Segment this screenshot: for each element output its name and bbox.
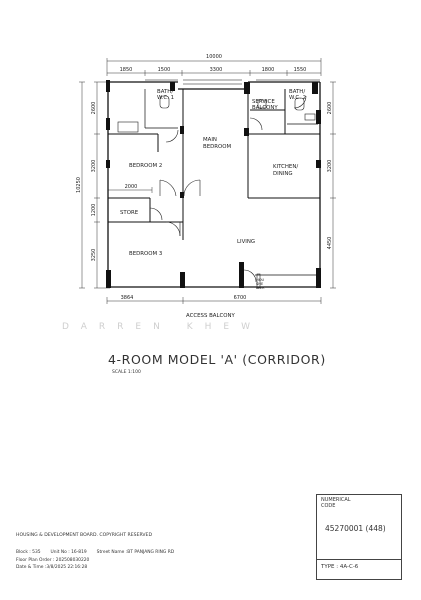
unit-type: TYPE : 4A-C-6 bbox=[321, 564, 359, 570]
walls bbox=[107, 79, 321, 288]
room-label-household-shelter-line1: HOU bbox=[256, 278, 265, 282]
room-label-household-shelter-line3: LTER bbox=[256, 286, 265, 290]
room-label-store: STORE bbox=[120, 210, 139, 216]
date-time: Date & Time :3/8/2025 22:16:28 bbox=[16, 565, 88, 570]
watermark: DARREN KHEW bbox=[62, 322, 262, 332]
dim-left-overall: 10250 bbox=[76, 177, 82, 193]
dim-right-2: 3200 bbox=[327, 160, 333, 173]
dim-right-3: 4450 bbox=[327, 237, 333, 250]
floor-plan-order: Floor Plan Order : 202508030220 bbox=[16, 557, 90, 563]
dim-overall-width: 10000 bbox=[206, 54, 222, 60]
numerical-code-label-line2: CODE bbox=[321, 503, 336, 509]
floor-plan: 10000 1850 1500 3300 1800 1550 10250 260… bbox=[76, 54, 336, 319]
dim-left-3: 1200 bbox=[91, 204, 97, 217]
dim-left-4: 3250 bbox=[91, 249, 97, 262]
code-box-divider bbox=[317, 559, 401, 560]
bath-fixtures bbox=[117, 95, 316, 133]
doors bbox=[149, 95, 307, 289]
dim-top-2: 1500 bbox=[158, 67, 171, 73]
numerical-code-label-line1: NUMERICAL bbox=[321, 497, 351, 503]
room-label-bath-wc-2-line2: W.C. 2 bbox=[289, 95, 306, 101]
room-label-bath-wc-1-line1: BATH/ bbox=[157, 89, 173, 95]
unit-info-row-1: Block : 535 Unit No : 16-819 Street Name :… bbox=[16, 549, 174, 557]
room-label-kitchen-dining-line1: KITCHEN/ bbox=[273, 164, 298, 170]
dim-top-1: 1850 bbox=[120, 67, 133, 73]
dim-left-2: 3200 bbox=[91, 160, 97, 173]
numerical-code-label: NUMERICAL CODE bbox=[321, 497, 351, 509]
dim-top-5: 1550 bbox=[294, 67, 307, 73]
plan-scale: SCALE 1:100 bbox=[112, 370, 141, 375]
plan-title: 4-ROOM MODEL 'A' (CORRIDOR) bbox=[108, 352, 326, 367]
room-label-bedroom-2: BEDROOM 2 bbox=[129, 163, 162, 169]
dimension-lines bbox=[79, 58, 336, 304]
room-label-access-balcony: ACCESS BALCONY bbox=[186, 313, 236, 319]
dim-left-1: 2600 bbox=[91, 102, 97, 115]
room-label-main-bedroom-line1: MAIN bbox=[203, 137, 217, 143]
room-label-bedroom-3: BEDROOM 3 bbox=[129, 251, 162, 257]
dim-store-width: 2000 bbox=[125, 184, 138, 190]
unit-info: Block : 535 Unit No : 16-819 Street Name :… bbox=[16, 549, 174, 572]
unit-number: Unit No : 16-819 bbox=[50, 550, 87, 555]
room-label-bath-wc-2-line1: BATH/ bbox=[289, 89, 305, 95]
room-label-bath-wc-1-line2: W.C. 1 bbox=[157, 95, 174, 101]
room-label-household-shelter-line2: SHE bbox=[256, 282, 264, 286]
dim-top-3: 3300 bbox=[210, 67, 223, 73]
room-label-living: LIVING bbox=[237, 239, 255, 245]
dim-right-1: 2600 bbox=[327, 102, 333, 115]
numerical-code-value: 45270001 (448) bbox=[325, 524, 386, 533]
room-label-service-balcony-line2: BALCONY bbox=[252, 105, 278, 111]
copyright-notice: HOUSING & DEVELOPMENT BOARD. COPYRIGHT R… bbox=[16, 533, 152, 538]
dim-bottom-2: 6700 bbox=[234, 295, 247, 301]
columns bbox=[106, 80, 321, 288]
room-label-service-balcony-line1: SERVICE bbox=[252, 99, 275, 105]
street-name: Street Name :BT PANJANG RING RD bbox=[96, 550, 175, 555]
dim-top-4: 1800 bbox=[262, 67, 275, 73]
room-label-kitchen-dining-line2: DINING bbox=[273, 171, 293, 177]
dim-bottom-1: 3864 bbox=[121, 295, 134, 301]
room-label-main-bedroom-line2: BEDROOM bbox=[203, 144, 231, 150]
numerical-code-box: NUMERICAL CODE 45270001 (448) TYPE : 4A-… bbox=[316, 494, 402, 580]
block-number: Block : 535 bbox=[16, 550, 41, 555]
